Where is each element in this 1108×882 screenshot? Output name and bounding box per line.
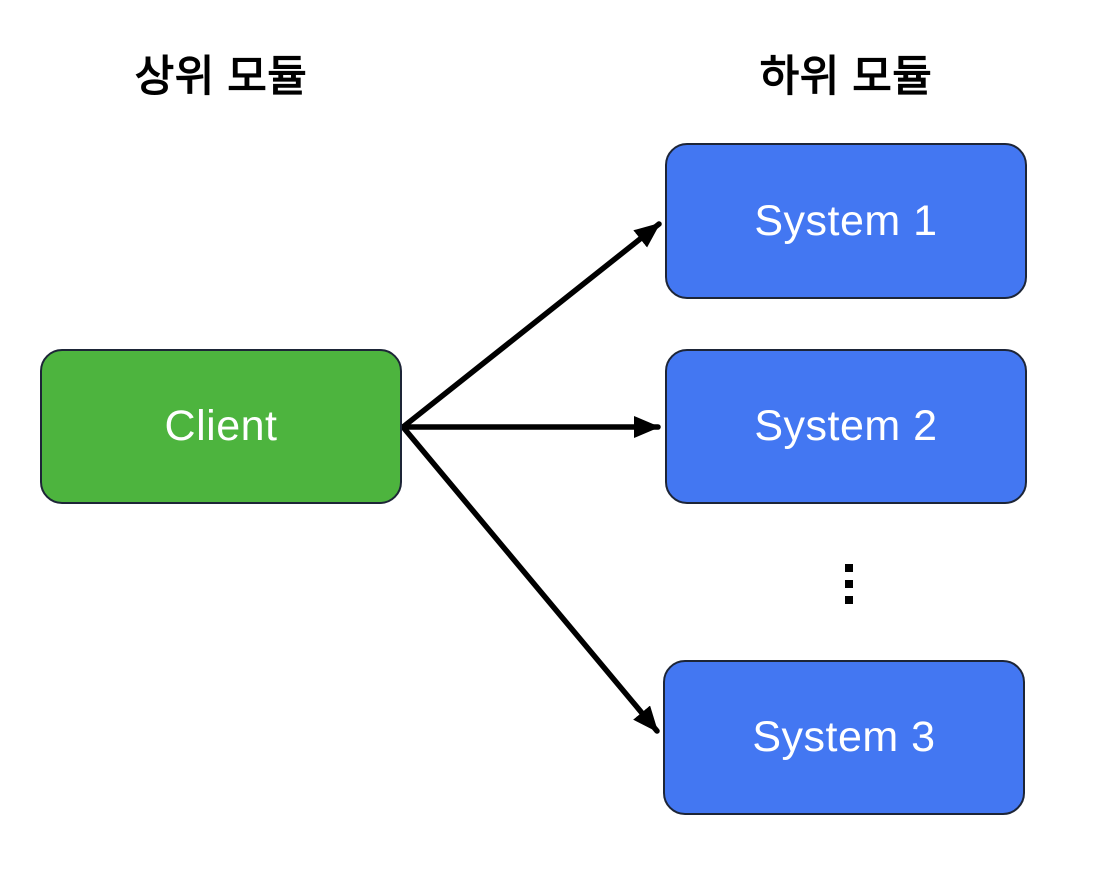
ellipsis-dot [845,564,853,572]
client-node: Client [40,349,402,504]
system-node-label: System 2 [754,402,938,450]
system-node-3: System 3 [663,660,1025,815]
ellipsis-dot [845,596,853,604]
arrow-client-to-system-1 [400,221,662,430]
upper-module-title: 상위 모듈 [134,53,308,101]
ellipsis-dot [845,580,853,588]
client-node-label: Client [164,402,278,450]
lower-module-title: 하위 모듈 [759,53,933,101]
system-node-label: System 1 [754,196,938,245]
system-node-2: System 2 [665,349,1027,504]
system-node-1: System 1 [665,143,1027,299]
arrow-client-to-system-3 [400,424,660,734]
system-node-label: System 3 [752,713,936,761]
vertical-ellipsis-icon [845,564,853,604]
